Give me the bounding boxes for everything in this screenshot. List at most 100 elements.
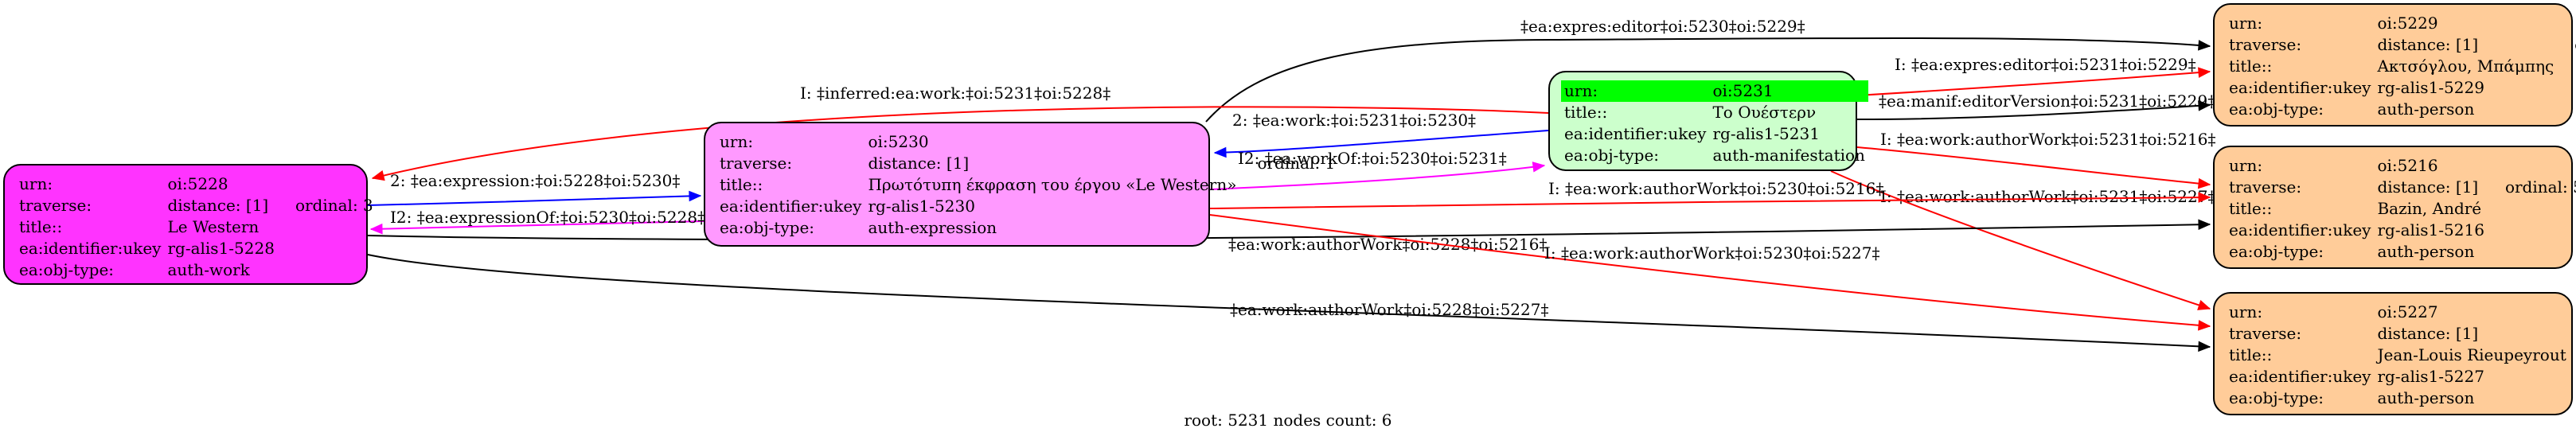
edge-line [1830, 170, 2211, 310]
arrowhead-icon [2198, 67, 2211, 78]
field-key: urn: [1561, 80, 1710, 102]
field-key: ea:obj-type: [2229, 242, 2324, 261]
edge-label: I: ‡ea:work:authorWork‡oi:5230‡oi:5216‡ [1548, 179, 1883, 198]
arrowhead-icon [689, 190, 702, 202]
node-field-row: traverse:distance: [1]ordinal: 5 [2226, 177, 2576, 198]
field-value: distance: [1] [2377, 324, 2479, 343]
field-value: oi:5216 [2377, 156, 2438, 175]
field-extra: ordinal: 3 [295, 196, 373, 215]
edge-label: ‡ea:work:authorWork‡oi:5228‡oi:5227‡ [1230, 300, 1548, 319]
field-key: ea:obj-type: [1564, 146, 1660, 165]
node-field-row: urn:oi:5216 [2226, 155, 2576, 177]
edge-label: I2: ‡ea:expressionOf:‡oi:5230‡oi:5228‡ [390, 208, 705, 227]
field-value: oi:5228 [167, 174, 228, 193]
edge-label: I2: ‡ea:workOf:‡oi:5230‡oi:5231‡ [1238, 149, 1507, 168]
arrowhead-icon [2198, 341, 2211, 352]
arrowhead-icon [371, 170, 385, 181]
edge-label: I: ‡ea:work:authorWork‡oi:5230‡oi:5227‡ [1544, 243, 1879, 263]
field-key: ea:obj-type: [2229, 388, 2324, 407]
field-key: traverse: [19, 196, 92, 215]
arrowhead-icon [369, 223, 383, 235]
field-key: ea:obj-type: [19, 260, 115, 279]
field-value: auth-person [2377, 99, 2475, 119]
field-value: Ακτσόγλου, Μπάμπης [2377, 56, 2555, 76]
field-key: ea:obj-type: [720, 218, 815, 237]
field-key: urn: [720, 132, 754, 151]
field-key: title:: [19, 217, 63, 236]
arrowhead-icon [2198, 192, 2211, 203]
edge: ‡ea:manif:editorVersion‡oi:5231‡oi:5229‡ [1856, 92, 2215, 120]
edge: 2: ‡ea:work:‡oi:5231‡oi:5230‡ [1213, 111, 1549, 158]
node-field-row: title::Το Ουέστερν [1561, 102, 1868, 123]
field-value: rg-alis1-5229 [2377, 78, 2484, 97]
field-extra: ordinal: 1 [1257, 154, 1336, 173]
field-value: oi:5231 [1709, 80, 1868, 102]
arrowhead-icon [2198, 100, 2211, 111]
field-key: urn: [2229, 302, 2263, 321]
node-field-row: urn:oi:5231 [1561, 80, 1868, 102]
field-value: Le Western [167, 217, 260, 236]
field-key: ea:obj-type: [2229, 99, 2324, 119]
field-value: rg-alis1-5230 [868, 197, 975, 216]
edge-line [1856, 104, 2211, 120]
field-key: traverse: [720, 154, 793, 173]
arrowhead-icon [2198, 40, 2211, 51]
edge-line [367, 195, 701, 206]
node-field-row: title::Πρωτότυπη έκφραση του έργου «Le W… [716, 174, 1338, 196]
field-value: auth-person [2377, 388, 2475, 407]
field-value: Bazin, André [2377, 199, 2482, 218]
field-key: urn: [19, 174, 53, 193]
field-value: rg-alis1-5231 [1712, 124, 1820, 143]
field-value: rg-alis1-5216 [2377, 220, 2484, 239]
field-value: rg-alis1-5227 [2377, 367, 2484, 386]
edge: I2: ‡ea:expressionOf:‡oi:5230‡oi:5228‡ [369, 208, 705, 235]
edge-label: I: ‡inferred:ea:work:‡oi:5231‡oi:5228‡ [800, 84, 1110, 103]
field-key: ea:identifier:ukey [720, 197, 862, 216]
node-field-row: ea:obj-type: auth-manifestation [1561, 145, 1868, 166]
edge: I2: ‡ea:workOf:‡oi:5230‡oi:5231‡ [1209, 149, 1546, 190]
field-key: title:: [2229, 199, 2273, 218]
field-extra: ordinal: 2 [2557, 34, 2576, 56]
edge-label: 2: ‡ea:work:‡oi:5231‡oi:5230‡ [1232, 111, 1476, 130]
edge: ‡ea:work:authorWork‡oi:5228‡oi:5227‡ [367, 254, 2211, 352]
node-field-row: ea:obj-type: auth-person [2226, 99, 2576, 120]
field-key: title:: [1564, 103, 1608, 122]
edge-line [1856, 71, 2211, 96]
field-key: traverse: [2229, 324, 2302, 343]
field-value: Jean-Louis Rieupeyrout [2377, 345, 2566, 364]
edge: I: ‡ea:work:authorWork‡oi:5231‡oi:5227‡ [1830, 170, 2215, 310]
node-field-row: urn: oi:5230 [716, 131, 1338, 153]
edge-label: ‡ea:expres:editor‡oi:5230‡oi:5229‡ [1520, 17, 1805, 36]
field-value: auth-manifestation [1712, 146, 1865, 165]
edge-label: I: ‡ea:work:authorWork‡oi:5231‡oi:5227‡ [1880, 187, 2215, 206]
node-field-row: title::Ακτσόγλου, Μπάμπης [2226, 56, 2576, 77]
field-value: auth-person [2377, 242, 2475, 261]
edge-label: ‡ea:manif:editorVersion‡oi:5231‡oi:5229‡ [1879, 92, 2215, 111]
edge-line [1856, 146, 2211, 185]
field-value: Το Ουέστερν [1712, 103, 1817, 122]
field-value: distance: [1] [2377, 35, 2479, 54]
node-field-row: title::Jean-Louis Rieupeyrout [2226, 345, 2576, 366]
node-field-row: traverse:distance: [1]ordinal: 4 [2226, 323, 2576, 345]
field-value: oi:5230 [868, 132, 929, 151]
field-value: oi:5229 [2377, 14, 2438, 33]
field-key: ea:identifier:ukey [1564, 124, 1707, 143]
edge-label: 2: ‡ea:expression:‡oi:5228‡oi:5230‡ [390, 171, 680, 190]
edge-line [1209, 214, 2211, 327]
field-extra: ordinal: 5 [2504, 177, 2576, 197]
arrowhead-icon [2198, 320, 2211, 331]
field-value: Πρωτότυπη έκφραση του έργου «Le Western» [868, 175, 1237, 194]
edge-line [370, 220, 704, 230]
